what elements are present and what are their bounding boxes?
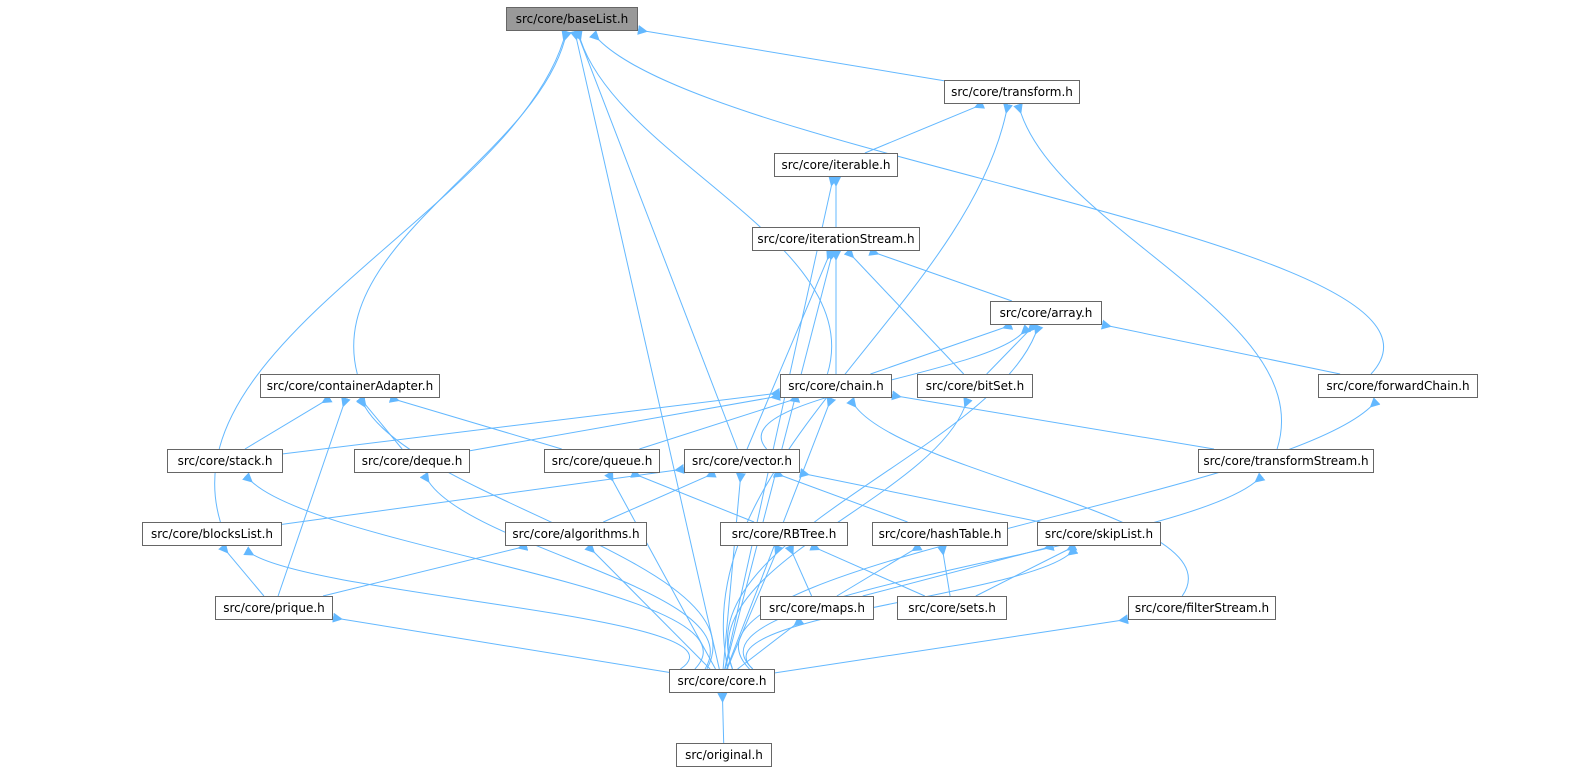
- edge-transform-to-baselist: [637, 24, 945, 82]
- edge-sets-to-hashtable: [937, 545, 951, 597]
- node-maps[interactable]: src/core/maps.h: [760, 596, 874, 620]
- node-label: src/core/sets.h: [908, 601, 996, 615]
- edge-maps-to-skiplist: [862, 541, 1055, 597]
- edge-core-to-baselist: [569, 29, 720, 670]
- edge-array-to-iterationstream: [868, 246, 1013, 302]
- node-chain[interactable]: src/core/chain.h: [780, 374, 892, 398]
- edge-queue-to-containeradapter: [388, 393, 562, 450]
- node-core[interactable]: src/core/core.h: [669, 669, 775, 693]
- node-label: src/core/chain.h: [788, 379, 884, 393]
- node-label: src/core/hashTable.h: [878, 527, 1002, 541]
- edge-stack-to-containeradapter: [244, 393, 333, 450]
- node-hashtable[interactable]: src/core/hashTable.h: [872, 522, 1008, 546]
- edge-core-to-algorithms: [584, 542, 711, 670]
- edge-core-to-iterable: [724, 175, 839, 670]
- node-label: src/core/forwardChain.h: [1326, 379, 1470, 393]
- node-transform[interactable]: src/core/transform.h: [944, 80, 1080, 104]
- edge-core-to-filterstream: [774, 614, 1129, 674]
- edge-core-to-prique: [332, 612, 670, 673]
- edge-skiplist-to-vector: [798, 467, 1041, 523]
- edge-chain-to-baselist: [573, 29, 833, 375]
- node-sets[interactable]: src/core/sets.h: [897, 596, 1007, 620]
- node-baselist[interactable]: src/core/baseList.h: [506, 7, 638, 31]
- node-original[interactable]: src/original.h: [676, 743, 772, 767]
- edge-iterable-to-transform: [864, 99, 986, 154]
- edge-hashtable-to-vector: [772, 468, 908, 523]
- node-prique[interactable]: src/core/prique.h: [215, 596, 333, 620]
- node-label: src/core/maps.h: [769, 601, 865, 615]
- edge-deque-to-containeradapter: [356, 394, 403, 450]
- node-label: src/original.h: [685, 748, 763, 762]
- edge-algorithms-to-vector: [603, 468, 717, 523]
- node-label: src/core/transform.h: [951, 85, 1073, 99]
- edge-rbtree-to-queue: [630, 468, 755, 523]
- edge-transformstream-to-chain: [891, 390, 1215, 450]
- edge-core-to-rbtree: [726, 544, 784, 670]
- edge-original-to-core: [717, 692, 728, 744]
- node-forwardchain[interactable]: src/core/forwardChain.h: [1318, 374, 1478, 398]
- edge-core-to-deque: [419, 471, 711, 670]
- node-label: src/core/skipList.h: [1044, 527, 1154, 541]
- edge-sets-to-rbtree: [809, 541, 926, 597]
- node-skiplist[interactable]: src/core/skipList.h: [1037, 522, 1161, 546]
- edge-core-to-vector: [722, 472, 746, 670]
- edge-forwardchain-to-baselist: [589, 30, 1384, 375]
- edge-vector-to-baselist: [571, 29, 738, 450]
- edge-prique-to-algorithms: [322, 541, 529, 597]
- edge-core-to-transformstream: [742, 472, 1266, 670]
- edge-core-to-queue: [604, 470, 716, 670]
- node-iterationstream[interactable]: src/core/iterationStream.h: [752, 227, 920, 251]
- node-algorithms[interactable]: src/core/algorithms.h: [505, 522, 647, 546]
- node-label: src/core/queue.h: [551, 454, 653, 468]
- node-label: src/core/RBTree.h: [731, 527, 837, 541]
- node-array[interactable]: src/core/array.h: [990, 301, 1102, 325]
- edge-filterstream-to-chain: [846, 396, 1189, 597]
- node-label: src/core/bitSet.h: [925, 379, 1025, 393]
- edge-deque-to-chain: [469, 391, 781, 452]
- edge-queue-to-chain: [639, 393, 801, 450]
- edge-core-to-stack: [242, 472, 704, 670]
- edge-containeradapter-to-baselist: [353, 29, 572, 375]
- node-queue[interactable]: src/core/queue.h: [544, 449, 660, 473]
- node-bitset[interactable]: src/core/bitSet.h: [917, 374, 1033, 398]
- node-label: src/core/iterationStream.h: [757, 232, 915, 246]
- node-label: src/core/baseList.h: [515, 12, 629, 26]
- edge-core-to-blockslist: [243, 546, 691, 670]
- node-label: src/core/core.h: [677, 674, 767, 688]
- edge-prique-to-blockslist: [218, 542, 265, 597]
- node-label: src/core/array.h: [999, 306, 1093, 320]
- node-deque[interactable]: src/core/deque.h: [354, 449, 470, 473]
- node-label: src/core/prique.h: [223, 601, 325, 615]
- node-vector[interactable]: src/core/vector.h: [684, 449, 800, 473]
- edge-vector-to-iterationstream: [746, 249, 836, 450]
- node-blockslist[interactable]: src/core/blocksList.h: [142, 522, 282, 546]
- edge-maps-to-hashtable: [836, 541, 923, 597]
- edge-maps-to-rbtree: [784, 543, 813, 597]
- node-containeradapter[interactable]: src/core/containerAdapter.h: [260, 374, 440, 398]
- node-label: src/core/blocksList.h: [150, 527, 274, 541]
- node-label: src/core/deque.h: [361, 454, 463, 468]
- node-label: src/core/transformStream.h: [1203, 454, 1369, 468]
- edge-sets-to-skiplist: [975, 541, 1078, 597]
- node-label: src/core/algorithms.h: [512, 527, 640, 541]
- edge-blockslist-to-vector: [281, 464, 685, 525]
- node-filterstream[interactable]: src/core/filterStream.h: [1128, 596, 1276, 620]
- node-rbtree[interactable]: src/core/RBTree.h: [720, 522, 848, 546]
- node-label: src/core/iterable.h: [781, 158, 891, 172]
- edge-core-to-maps: [737, 616, 805, 670]
- node-stack[interactable]: src/core/stack.h: [167, 449, 283, 473]
- edge-bitset-to-array: [986, 321, 1038, 375]
- edge-chain-to-array: [870, 320, 1014, 375]
- node-label: src/core/stack.h: [177, 454, 273, 468]
- node-label: src/core/filterStream.h: [1134, 601, 1270, 615]
- node-label: src/core/vector.h: [692, 454, 792, 468]
- node-transformstream[interactable]: src/core/transformStream.h: [1198, 449, 1374, 473]
- edge-bitset-to-iterationstream: [843, 247, 965, 375]
- node-label: src/core/containerAdapter.h: [266, 379, 434, 393]
- edge-stack-to-chain: [282, 387, 781, 455]
- node-iterable[interactable]: src/core/iterable.h: [774, 153, 898, 177]
- edge-prique-to-containeradapter: [277, 396, 351, 597]
- edge-forwardchain-to-array: [1100, 319, 1341, 375]
- edge-transformstream-to-transform: [1013, 102, 1282, 450]
